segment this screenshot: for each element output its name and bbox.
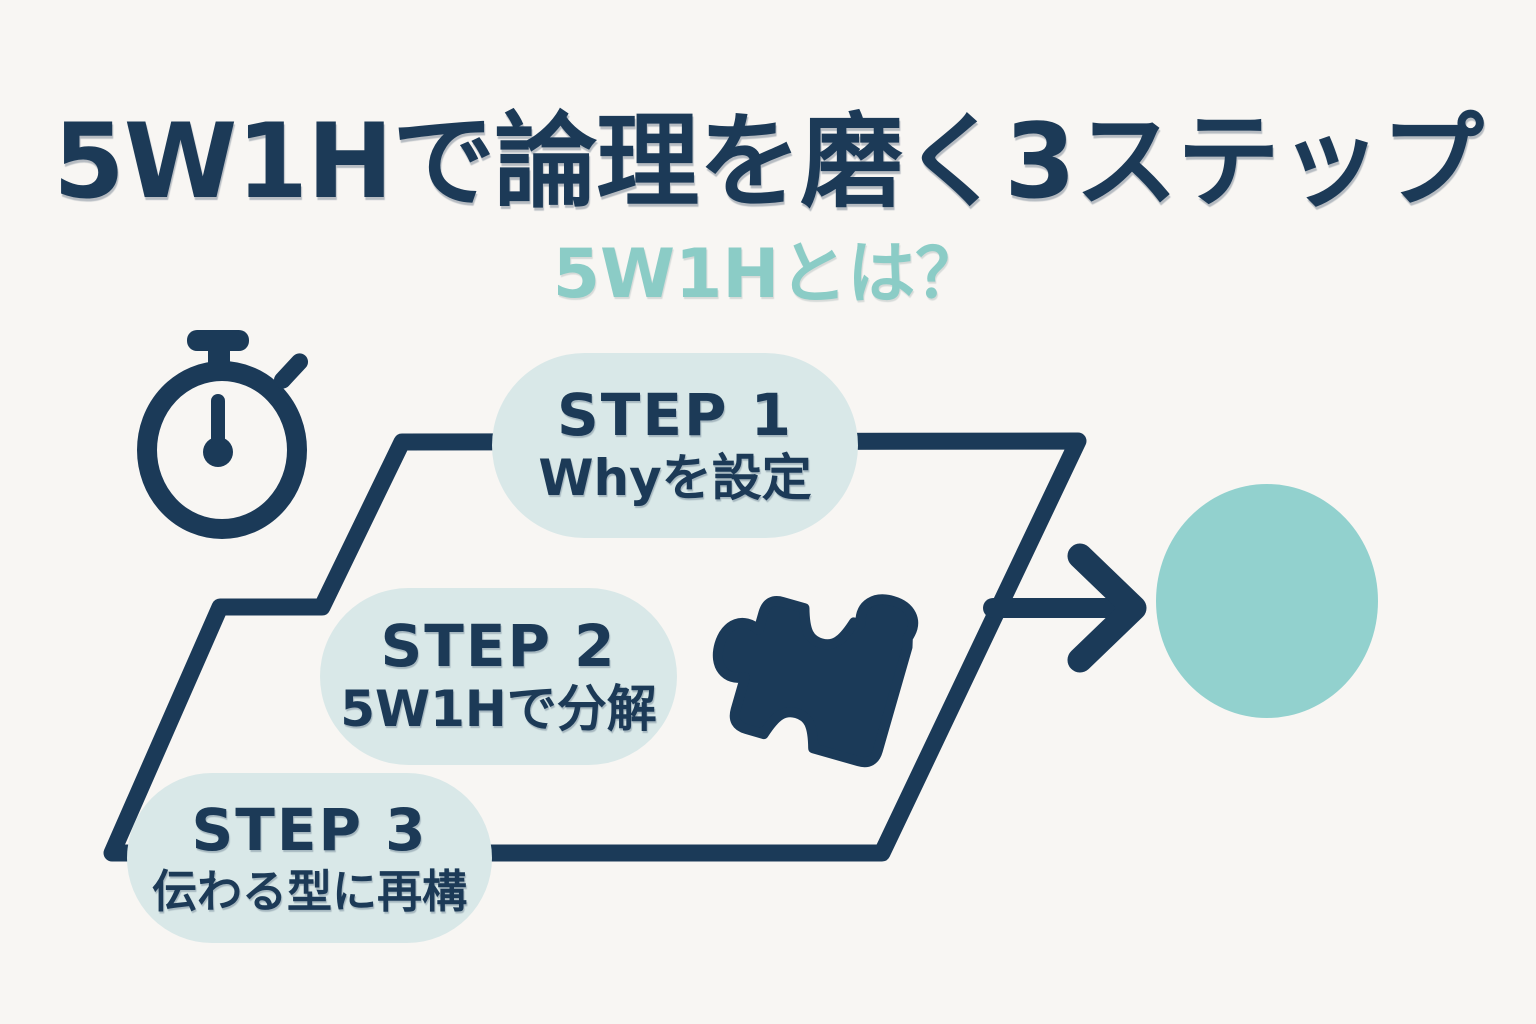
step-1-label: STEP 1 (556, 380, 793, 449)
step-2-pill: STEP 2 5W1Hで分解 (320, 588, 677, 765)
page-subtitle: 5W1Hとは？ (552, 235, 984, 314)
step-2-description: 5W1Hで分解 (340, 680, 657, 739)
page-title: 5W1Hで論理を磨く3ステップ (53, 102, 1484, 222)
result-circle (1156, 484, 1378, 718)
puzzle-piece-icon (712, 594, 918, 768)
step-3-label: STEP 3 (191, 795, 428, 864)
step-3-description: 伝わる型に再構 (151, 864, 467, 918)
arrow-right-icon (983, 543, 1147, 673)
step-1-description: Whyを設定 (538, 449, 812, 508)
process-outline-shape (103, 432, 1087, 862)
step-1-pill: STEP 1 Whyを設定 (492, 353, 858, 538)
stopwatch-icon (137, 330, 309, 539)
step-2-label: STEP 2 (380, 611, 617, 680)
step-3-pill: STEP 3 伝わる型に再構 (127, 773, 492, 943)
